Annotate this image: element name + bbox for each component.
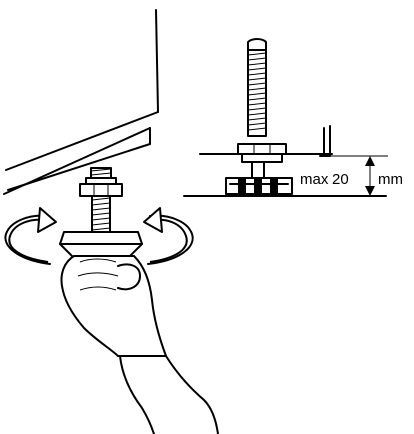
foot-upper-nut [79, 177, 123, 197]
appliance-corner [3, 9, 159, 195]
detail-lock-nut [237, 143, 287, 163]
rotation-arrow-left-icon [4, 207, 57, 265]
dimension-indicator [330, 155, 388, 196]
rotation-arrow-right-icon [143, 207, 194, 265]
detail-threaded-rod [247, 38, 267, 137]
hand-illustration [60, 255, 219, 434]
detail-foot-base [225, 177, 293, 195]
dimension-label-value: 20 [332, 171, 349, 188]
dimension-label-unit: mm [378, 171, 403, 188]
foot-base-pad [59, 231, 143, 259]
detail-foot-stem [251, 161, 265, 179]
dimension-label-prefix: max [300, 171, 329, 188]
